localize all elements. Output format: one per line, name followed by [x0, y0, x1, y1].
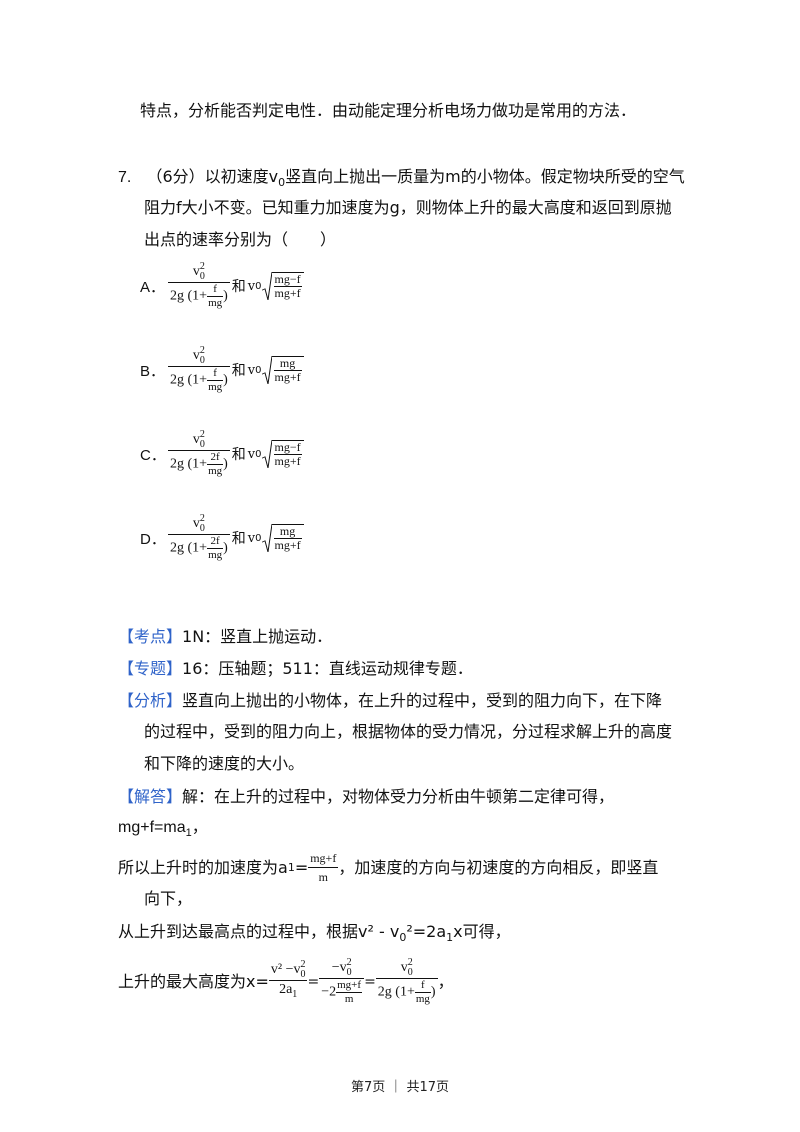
question-line-1: 7. （6分）以初速度v0竖直向上抛出一质量为m的小物体。假定物块所受的空气 — [118, 167, 685, 190]
zhuanti-line: 【专题】16：压轴题；511：直线运动规律专题． — [118, 659, 473, 678]
fenxi-line-1: 【分析】竖直向上抛出的小物体，在上升的过程中，受到的阻力向下，在下降 — [118, 691, 663, 710]
option-label: A． — [140, 278, 166, 296]
question-number: 7. — [118, 169, 132, 186]
jieda-tag: 【解答】 — [118, 787, 183, 806]
question-score: （6分） — [146, 167, 205, 186]
option-label: D． — [140, 530, 166, 548]
question-line-3: 出点的速率分别为（ ） — [144, 230, 337, 249]
fenxi-line-3: 和下降的速度的大小。 — [144, 754, 305, 773]
top-line: 特点，分析能否判定电性．由动能定理分析电场力做功是常用的方法． — [140, 101, 637, 120]
zhuanti-tag: 【专题】 — [118, 659, 183, 678]
jieda-line: 【解答】解：在上升的过程中，对物体受力分析由牛顿第二定律可得， — [118, 787, 615, 806]
fenxi-tag: 【分析】 — [118, 691, 183, 710]
kaodian-line: 【考点】1N：竖直上抛运动． — [118, 627, 333, 646]
page-footer: 第7页 ｜ 共17页 — [350, 1080, 450, 1095]
kaodian-tag: 【考点】 — [118, 627, 183, 646]
fenxi-line-2: 的过程中，受到的阻力向上，根据物体的受力情况，分过程求解上升的高度 — [144, 722, 673, 741]
question-line-2: 阻力f大小不变。已知重力加速度为g，则物体上升的最大高度和返回到原抛 — [144, 198, 672, 217]
option-label: B． — [140, 362, 166, 380]
process-line: 从上升到达最高点的过程中，根据v² - v0²=2a1x可得， — [118, 922, 511, 945]
acceleration-line-2: 向下， — [144, 889, 193, 908]
equation-1: mg+f=ma1， — [118, 819, 208, 840]
option-label: C． — [140, 446, 166, 464]
